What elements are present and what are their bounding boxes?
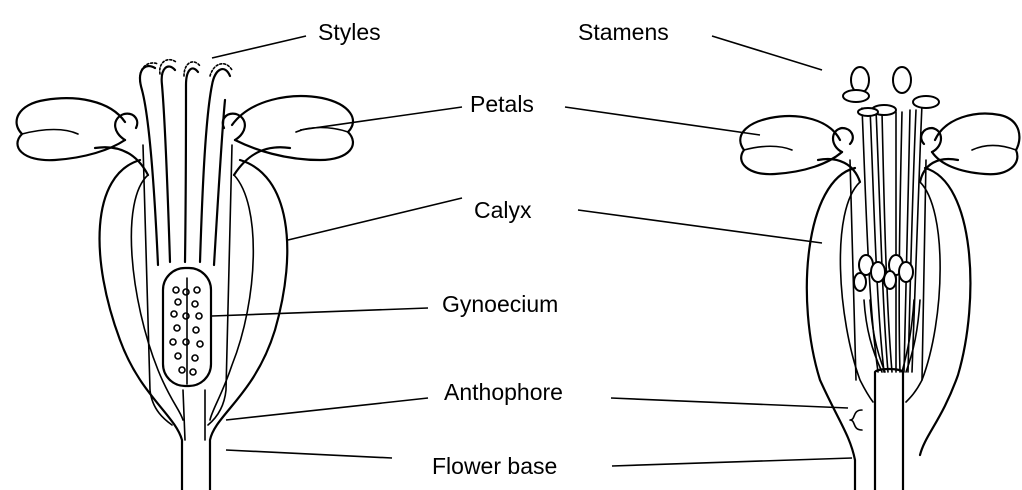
label-anthophore-group: Anthophore: [226, 379, 848, 420]
label-stamens-group: Stamens: [578, 19, 822, 70]
label-flower-base: Flower base: [432, 453, 557, 479]
left-flower-calyx: [100, 160, 182, 490]
left-flower-styles: [140, 60, 232, 265]
left-flower-gynoecium: [163, 268, 211, 386]
right-flower-petal-right: [932, 114, 1019, 175]
right-flower-calyx: [807, 168, 855, 490]
label-gynoecium-group: Gynoecium: [212, 291, 558, 317]
label-gynoecium: Gynoecium: [442, 291, 558, 317]
left-flower: [17, 60, 353, 490]
left-flower-petal-left: [17, 98, 125, 160]
right-flower-anthophore: [875, 369, 903, 490]
label-petals: Petals: [470, 91, 534, 117]
label-flower-base-group: Flower base: [226, 450, 852, 479]
label-calyx-group: Calyx: [288, 197, 822, 243]
label-styles: Styles: [318, 19, 381, 45]
label-stamens: Stamens: [578, 19, 669, 45]
right-flower-petal-left: [740, 116, 842, 174]
label-styles-group: Styles: [212, 19, 381, 58]
label-anthophore: Anthophore: [444, 379, 563, 405]
label-petals-group: Petals: [300, 91, 760, 135]
right-flower: [740, 67, 1019, 490]
left-flower-anthophore: [183, 390, 205, 440]
label-calyx: Calyx: [474, 197, 532, 223]
